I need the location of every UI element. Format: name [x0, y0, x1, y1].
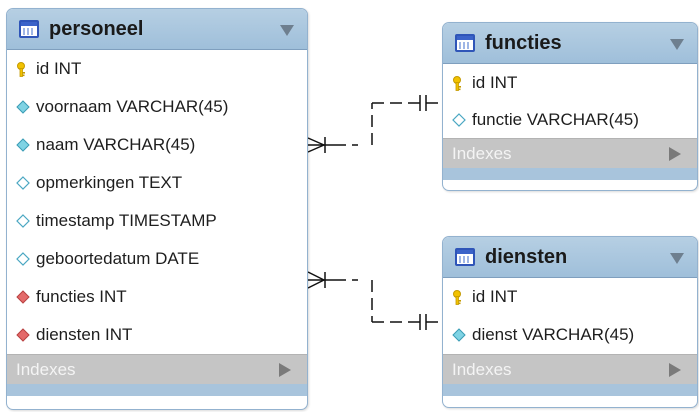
column-row[interactable]: id INT: [7, 50, 307, 88]
primary-key-icon: [16, 62, 30, 77]
filled-diamond-icon: [16, 100, 30, 114]
hollow-diamond-icon: [452, 112, 466, 127]
column-row[interactable]: dienst VARCHAR(45): [443, 316, 697, 354]
filled-diamond-icon: [16, 138, 30, 152]
table-name: personeel: [49, 18, 144, 40]
indexes-section[interactable]: Indexes: [443, 354, 697, 384]
column-label: id INT: [472, 287, 518, 306]
column-row[interactable]: opmerkingen TEXT: [7, 164, 307, 202]
column-row[interactable]: functies INT: [7, 278, 307, 316]
table-icon: [455, 248, 475, 266]
column-row[interactable]: id INT: [443, 278, 697, 316]
expand-arrow-icon[interactable]: [669, 363, 681, 377]
column-label: functies INT: [36, 287, 127, 306]
column-label: functie VARCHAR(45): [472, 109, 639, 129]
table-personeel[interactable]: personeel id INT voornaam VARCHAR(45): [6, 8, 308, 410]
column-list: id INT dienst VARCHAR(45): [443, 278, 697, 354]
primary-key-icon: [452, 290, 466, 305]
table-header[interactable]: diensten: [443, 237, 697, 278]
table-functies[interactable]: functies id INT functie VARCHAR(45) Inde…: [442, 22, 698, 191]
column-label: naam VARCHAR(45): [36, 135, 196, 154]
indexes-label: Indexes: [452, 144, 512, 163]
table-icon: [19, 20, 39, 38]
collapse-arrow-icon[interactable]: [670, 39, 684, 50]
hollow-diamond-icon: [16, 252, 30, 266]
column-row[interactable]: id INT: [443, 64, 697, 101]
column-label: id INT: [36, 59, 82, 78]
column-row[interactable]: naam VARCHAR(45): [7, 126, 307, 164]
column-row[interactable]: diensten INT: [7, 316, 307, 354]
column-row[interactable]: functie VARCHAR(45): [443, 101, 697, 138]
table-footer: [443, 384, 697, 396]
foreign-key-diamond-icon: [16, 290, 30, 304]
column-row[interactable]: geboortedatum DATE: [7, 240, 307, 278]
table-name: functies: [485, 32, 562, 54]
table-diensten[interactable]: diensten id INT dienst VARCHAR(45) Index…: [442, 236, 698, 408]
table-header[interactable]: functies: [443, 23, 697, 64]
indexes-label: Indexes: [16, 360, 76, 379]
relationship-personeel-diensten[interactable]: [307, 271, 442, 330]
table-name: diensten: [485, 246, 568, 268]
column-row[interactable]: timestamp TIMESTAMP: [7, 202, 307, 240]
collapse-arrow-icon[interactable]: [670, 253, 684, 264]
filled-diamond-icon: [452, 328, 466, 342]
foreign-key-diamond-icon: [16, 328, 30, 342]
table-footer: [7, 384, 307, 396]
table-icon: [455, 34, 475, 52]
column-label: diensten INT: [36, 325, 133, 344]
relationship-personeel-functies[interactable]: [307, 95, 442, 153]
indexes-label: Indexes: [452, 360, 512, 379]
column-label: geboortedatum DATE: [36, 249, 200, 268]
column-label: dienst VARCHAR(45): [472, 325, 635, 344]
hollow-diamond-icon: [16, 214, 30, 228]
column-label: voornaam VARCHAR(45): [36, 97, 229, 116]
column-label: opmerkingen TEXT: [36, 173, 183, 192]
column-label: id INT: [472, 72, 518, 92]
table-footer: [443, 168, 697, 180]
expand-arrow-icon[interactable]: [279, 363, 291, 377]
expand-arrow-icon[interactable]: [669, 147, 681, 161]
table-header[interactable]: personeel: [7, 9, 307, 50]
column-list: id INT functie VARCHAR(45): [443, 64, 697, 138]
column-list: id INT voornaam VARCHAR(45) naam VARCHAR…: [7, 50, 307, 354]
column-row[interactable]: voornaam VARCHAR(45): [7, 88, 307, 126]
indexes-section[interactable]: Indexes: [7, 354, 307, 384]
hollow-diamond-icon: [16, 176, 30, 190]
primary-key-icon: [452, 75, 466, 91]
column-label: timestamp TIMESTAMP: [36, 211, 217, 230]
indexes-section[interactable]: Indexes: [443, 138, 697, 168]
collapse-arrow-icon[interactable]: [280, 25, 294, 36]
